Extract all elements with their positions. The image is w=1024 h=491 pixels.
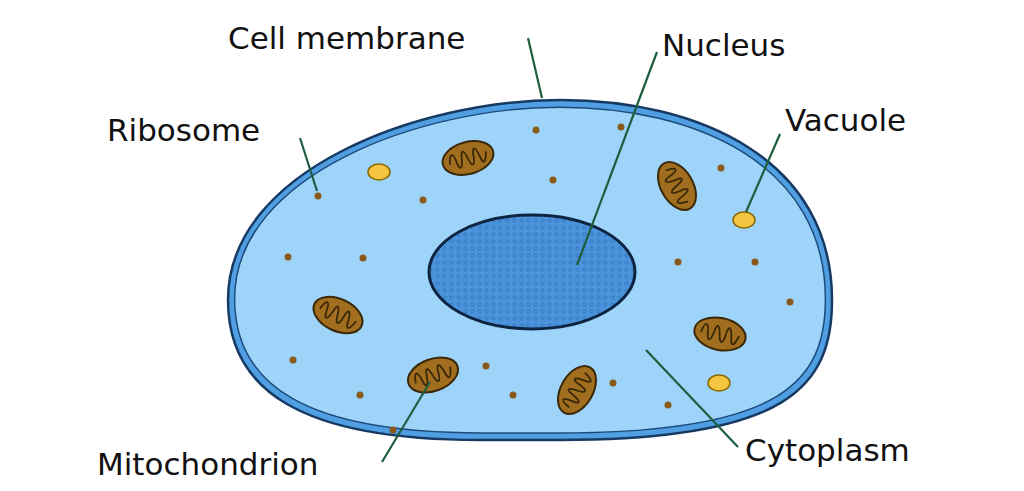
cell-membrane	[228, 100, 832, 440]
part-label: Cytoplasm	[745, 430, 910, 470]
part-label: Ribosome	[107, 110, 260, 150]
leader-lines	[300, 38, 780, 462]
part-label: Mitochondrion	[97, 444, 318, 484]
ribosomes	[285, 124, 794, 434]
part-label: Vacuole	[785, 100, 906, 140]
part-label: Cell membrane	[228, 18, 465, 58]
vacuoles	[368, 164, 755, 391]
mitochondria	[308, 136, 749, 421]
cytoplasm	[235, 107, 826, 433]
nucleus	[429, 215, 635, 329]
part-label: Nucleus	[662, 25, 785, 65]
